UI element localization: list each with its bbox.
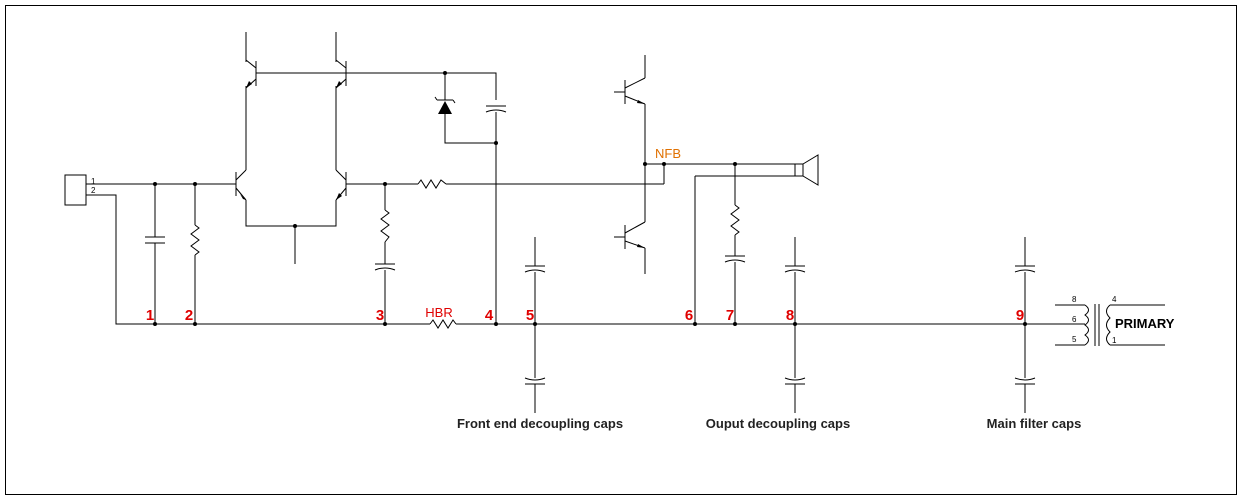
resistor-input-bias — [190, 224, 200, 256]
capacitor-main-filter-lower — [1014, 377, 1036, 385]
node-number-5: 5 — [526, 307, 534, 324]
resistor-hbr — [429, 319, 457, 329]
resistor-node3 — [380, 209, 390, 243]
input-pin-2-label: 2 — [91, 186, 96, 195]
input-pin-1-label: 1 — [91, 177, 96, 186]
main-filter-caps-label: Main filter caps — [987, 416, 1082, 431]
input-connector: 1 2 — [64, 174, 96, 206]
capacitor-front-end-lower — [524, 377, 546, 385]
transistor-q1 — [235, 169, 247, 201]
node-number-4: 4 — [485, 307, 494, 324]
capacitor-zener-bypass — [485, 105, 507, 113]
transformer-pin-4: 4 — [1112, 295, 1117, 304]
node-number-6: 6 — [685, 307, 693, 324]
node-number-2: 2 — [185, 307, 193, 324]
capacitor-main-filter-upper — [1014, 265, 1036, 273]
capacitor-input — [145, 236, 165, 244]
capacitor-zobel — [724, 255, 746, 263]
junction-dots — [153, 71, 1027, 326]
output-caps-label: Ouput decoupling caps — [706, 416, 850, 431]
transformer-pin-5: 5 — [1072, 335, 1077, 344]
primary-label: PRIMARY — [1115, 316, 1175, 331]
transformer-pin-8: 8 — [1072, 295, 1077, 304]
resistor-feedback — [417, 179, 447, 189]
resistor-zobel — [730, 204, 740, 236]
speaker-icon — [794, 154, 819, 186]
transformer-pin-1: 1 — [1112, 336, 1117, 345]
hbr-label: HBR — [425, 305, 452, 320]
nfb-label: NFB — [655, 146, 681, 161]
node-number-3: 3 — [376, 307, 384, 324]
transistor-q4 — [335, 169, 347, 201]
node-number-9: 9 — [1016, 307, 1024, 324]
capacitor-output-lower — [784, 377, 806, 385]
front-end-caps-label: Front end decoupling caps — [457, 416, 623, 431]
node-number-7: 7 — [726, 307, 734, 324]
zener-diode — [434, 96, 456, 114]
transistor-output-upper — [624, 77, 646, 105]
transistor-q2 — [245, 59, 257, 89]
capacitor-front-end-upper — [524, 265, 546, 273]
diagram-border — [5, 5, 1237, 495]
transistor-q3 — [335, 59, 347, 89]
node-number-8: 8 — [786, 307, 794, 324]
transformer-pin-6: 6 — [1072, 315, 1077, 324]
capacitor-node3 — [374, 263, 396, 271]
transistor-output-lower — [624, 221, 646, 249]
capacitor-output-upper — [784, 265, 806, 273]
node-number-1: 1 — [146, 307, 154, 324]
transformer-icon: 8 6 5 4 1 — [1072, 295, 1117, 346]
